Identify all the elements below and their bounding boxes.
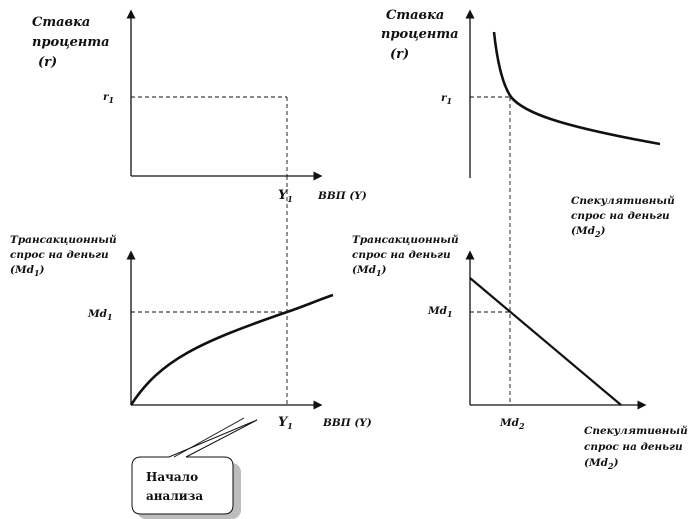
bl-y-label: Трансакционный спрос на деньги (Md1): [10, 233, 120, 278]
tr-speculative-demand-curve: [492, 31, 661, 146]
callout-second-pointer: [173, 417, 245, 458]
callout-start-of-analysis: Начало анализа: [131, 417, 258, 519]
panel-top-left: Ставка процента (r) r1 Y1 ВВП (Y): [32, 9, 367, 204]
tl-r1-label: r1: [103, 91, 114, 105]
br-y-label: Трансакционный спрос на деньги (Md1): [352, 233, 462, 278]
bl-transaction-demand-curve: [129, 293, 334, 406]
tl-y-label: Ставка процента (r): [32, 15, 114, 70]
callout-text: Начало анализа: [146, 470, 203, 503]
panel-bottom-left: Трансакционный спрос на деньги (Md1) Md1…: [10, 176, 372, 431]
panel-top-right: Ставка процента (r) r1 Спекулятивный спр…: [381, 8, 678, 239]
bl-x-label: ВВП (Y): [322, 417, 372, 429]
br-x-label: Спекулятивный спрос на деньги (Md2): [584, 424, 691, 471]
bl-y1-label: Y1: [278, 415, 293, 431]
tr-y-label: Ставка процента (r): [381, 8, 463, 62]
br-md1-label: Md1: [427, 305, 453, 319]
bl-md1-label: Md1: [87, 308, 113, 322]
callout-box: [131, 419, 258, 515]
br-md2-label: Md2: [499, 417, 525, 431]
tr-r1-label: r1: [441, 92, 452, 106]
tl-x-label: ВВП (Y): [317, 190, 367, 202]
tr-x-label: Спекулятивный спрос на деньги (Md2): [571, 194, 678, 239]
tl-y1-label: Y1: [278, 188, 293, 204]
br-speculative-line: [469, 277, 622, 406]
panel-bottom-right: Трансакционный спрос на деньги (Md1) Md1…: [352, 233, 691, 471]
